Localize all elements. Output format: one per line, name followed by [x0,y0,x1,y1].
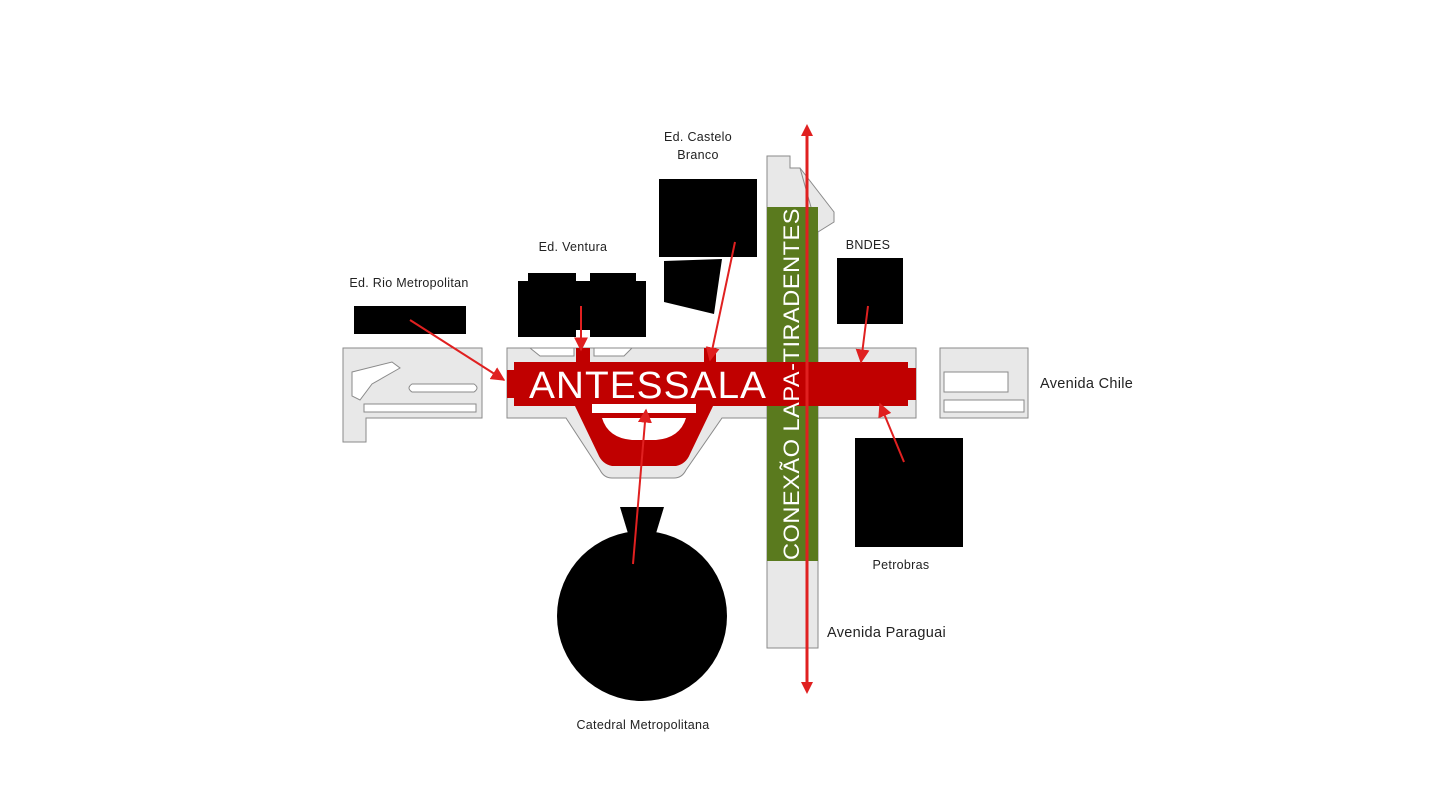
conexao-lapa-tiradentes-label: CONEXÃO LAPA-TIRADENTES [779,208,804,560]
plaza-entry-slab [592,404,696,413]
arrow-catedral [632,408,652,565]
traffic-island [528,347,575,357]
building-petrobras [855,438,963,547]
label-ed-castelo-branco-line2: Branco [677,148,718,162]
antessala-bar-west-cap [507,370,517,398]
traffic-island [593,347,634,357]
arrow-petrobras [878,402,905,463]
label-ed-castelo-branco-line1: Ed. Castelo [664,130,732,144]
label-petrobras: Petrobras [873,558,930,572]
labels: Ed. Castelo Branco Ed. Ventura Ed. Rio M… [349,130,1133,732]
antessala-connector [576,348,590,364]
traffic-island [363,403,477,413]
arrow-castelo-branco [705,241,736,362]
building-ed-ventura [518,273,646,337]
traffic-island [351,361,401,401]
axis-arrowhead-north [801,124,813,136]
label-avenida-paraguai: Avenida Paraguai [827,625,946,641]
building-annex [664,259,722,314]
antessala-label: ANTESSALA [529,365,767,407]
axis-arrowhead-south [801,682,813,694]
label-ed-ventura: Ed. Ventura [539,240,608,254]
traffic-island [408,383,478,393]
access-arrows [409,124,905,694]
label-bndes: BNDES [846,238,891,252]
label-avenida-chile: Avenida Chile [1040,376,1133,392]
antessala-bar-east-cap [905,368,916,400]
buildings [354,179,963,701]
building-ed-castelo-branco [659,179,757,257]
building-bndes [837,258,903,324]
traffic-island [943,399,1025,413]
label-catedral-metropolitana: Catedral Metropolitana [576,718,709,732]
arrow-rio-metropolitan [409,319,506,381]
traffic-island [943,371,1009,393]
antessala-bar [514,362,908,406]
label-ed-rio-metropolitan: Ed. Rio Metropolitan [349,276,468,290]
arrow-bndes [855,305,870,364]
building-catedral-metropolitana [557,531,727,701]
